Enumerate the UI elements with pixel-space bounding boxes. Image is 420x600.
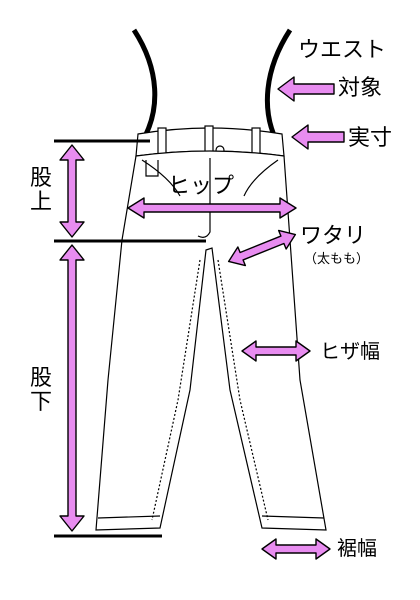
thigh-arrow (227, 229, 297, 267)
rise-label-2: 上 (30, 190, 53, 215)
inseam-arrow (59, 244, 85, 532)
hip-arrow (127, 197, 297, 219)
waist-label: ウエスト (298, 38, 387, 63)
waist-target-arrow (277, 76, 335, 102)
inseam-label-1: 股 (30, 366, 53, 391)
inseam-right (217, 259, 269, 521)
thigh-label: ワタリ (300, 224, 367, 249)
knee-label: ヒザ幅 (320, 339, 380, 363)
waist-curve-left (131, 28, 158, 142)
actual-size-arrow (291, 124, 345, 150)
coin-pocket (145, 160, 159, 177)
hem-left (97, 515, 161, 519)
actual-size-label: 実寸 (348, 126, 393, 151)
knee-arrow (241, 340, 311, 362)
waist-target-label: 対象 (338, 76, 383, 101)
rise-arrow (59, 144, 85, 238)
rise-label-1: 股 (30, 166, 53, 191)
hem-arrow (261, 538, 331, 560)
hem-right (261, 515, 325, 519)
hip-label: ヒップ (168, 174, 235, 199)
inseam-label-2: 下 (30, 390, 53, 415)
front-pocket-right (243, 159, 279, 197)
inseam-left (151, 259, 201, 521)
hem-label: 裾幅 (337, 536, 377, 560)
thigh-note: （太もも） (304, 252, 370, 267)
fly-stitch (197, 158, 211, 238)
waist-curve-right (264, 28, 293, 142)
